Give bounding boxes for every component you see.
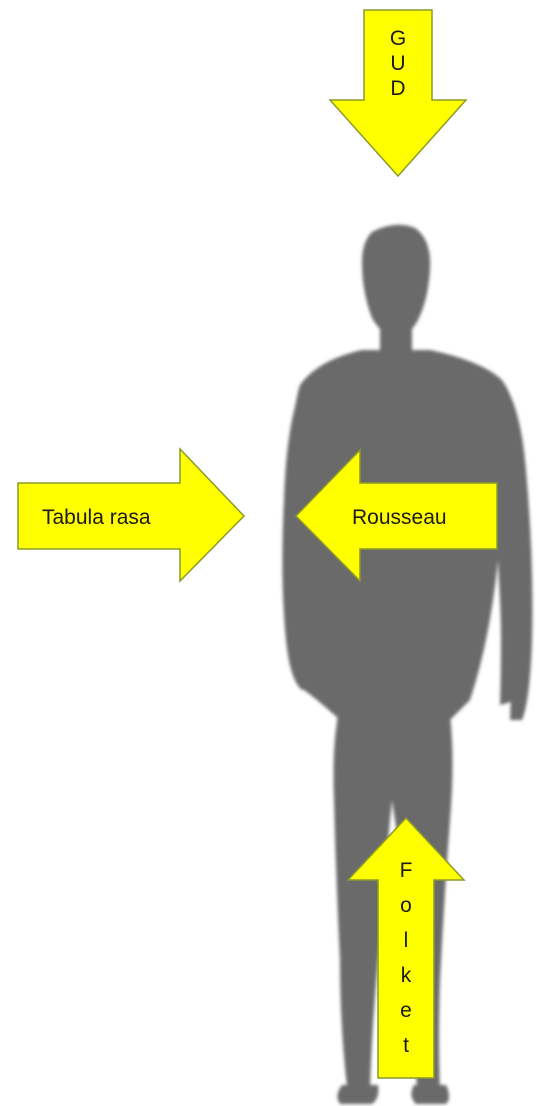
folket-letter: e bbox=[400, 999, 412, 1022]
folket-label: F o l k e t bbox=[391, 853, 421, 1063]
folket-letter: k bbox=[400, 964, 412, 987]
folket-letter: l bbox=[403, 929, 409, 952]
gud-letter: G bbox=[389, 27, 407, 50]
folket-arrow bbox=[346, 816, 466, 1079]
folket-letter: t bbox=[403, 1034, 409, 1057]
gud-label: G U D bbox=[383, 26, 413, 101]
gud-letter: D bbox=[390, 77, 406, 100]
folket-letter: F bbox=[399, 859, 413, 882]
folket-letter: o bbox=[400, 894, 412, 917]
tabula-rasa-label: Tabula rasa bbox=[42, 506, 151, 529]
rousseau-arrow bbox=[294, 448, 498, 583]
rousseau-label: Rousseau bbox=[352, 506, 447, 529]
gud-arrow bbox=[328, 9, 468, 178]
gud-letter: U bbox=[390, 52, 406, 75]
tabula-rasa-arrow bbox=[17, 447, 246, 583]
